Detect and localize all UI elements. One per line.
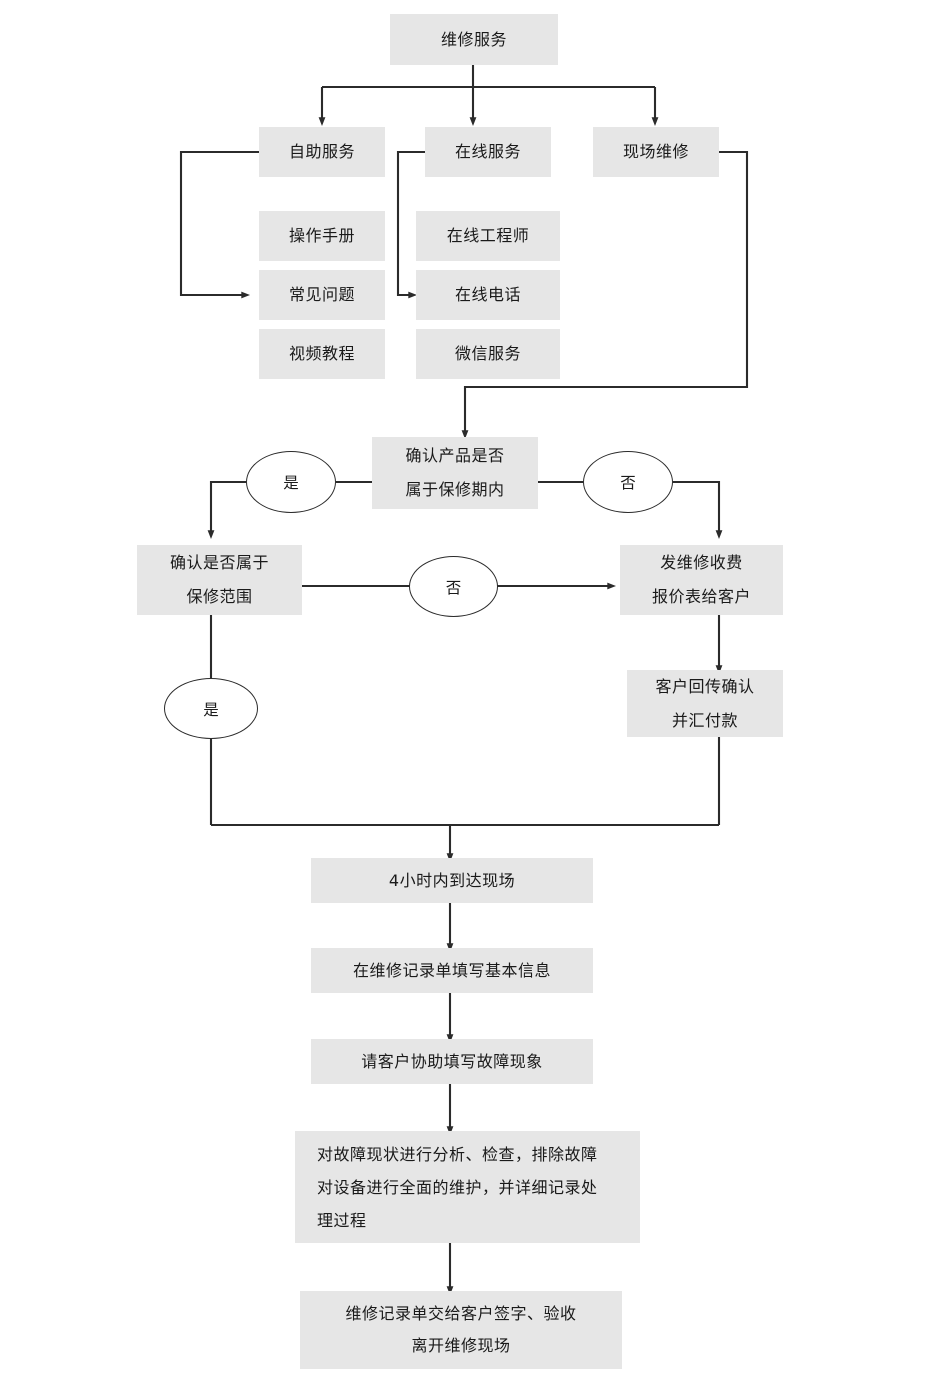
node-root[interactable]: 维修服务	[390, 14, 558, 65]
edge-yes-to-scope	[207, 480, 246, 540]
node-scope-check[interactable]: 确认是否属于 保修范围	[137, 545, 302, 615]
node-faq[interactable]: 常见问题	[259, 270, 385, 320]
node-online-phone[interactable]: 在线电话	[416, 270, 560, 320]
node-operation-manual[interactable]: 操作手册	[259, 211, 385, 261]
node-sign-and-leave[interactable]: 维修记录单交给客户签字、验收 离开维修现场	[300, 1291, 622, 1369]
node-fill-basic-info[interactable]: 在维修记录单填写基本信息	[311, 948, 593, 993]
edge-no-to-quote	[673, 480, 723, 540]
node-analyze-and-repair[interactable]: 对故障现状进行分析、检查，排除故障 对设备进行全面的维护，并详细记录处 理过程	[295, 1131, 640, 1243]
edge-self-to-faq	[179, 150, 259, 299]
label-scope-no[interactable]: 否	[409, 556, 498, 617]
node-video-tutorial[interactable]: 视频教程	[259, 329, 385, 379]
node-online-engineer[interactable]: 在线工程师	[416, 211, 560, 261]
node-warranty-check[interactable]: 确认产品是否 属于保修期内	[372, 437, 538, 509]
node-self-service[interactable]: 自助服务	[259, 127, 385, 177]
node-online-service[interactable]: 在线服务	[425, 127, 551, 177]
label-scope-yes[interactable]: 是	[164, 678, 258, 739]
label-warranty-yes[interactable]: 是	[246, 451, 336, 513]
node-wechat-service[interactable]: 微信服务	[416, 329, 560, 379]
label-warranty-no[interactable]: 否	[583, 451, 673, 513]
node-onsite-repair[interactable]: 现场维修	[593, 127, 719, 177]
node-customer-fault-description[interactable]: 请客户协助填写故障现象	[311, 1039, 593, 1084]
node-arrive-within-4h[interactable]: 4小时内到达现场	[311, 858, 593, 903]
node-customer-confirm-pay[interactable]: 客户回传确认 并汇付款	[627, 670, 783, 737]
node-quote-to-customer[interactable]: 发维修收费 报价表给客户	[620, 545, 783, 615]
